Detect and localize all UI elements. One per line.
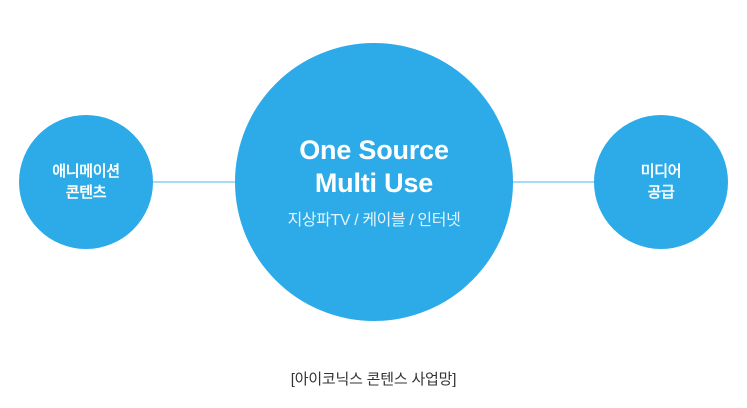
node-media-supply[interactable]: 미디어 공급 — [594, 115, 728, 249]
node-center-title-line1: One Source — [299, 135, 449, 166]
node-center-subtitle: 지상파TV / 케이블 / 인터넷 — [287, 211, 461, 229]
diagram-caption: [아이코닉스 콘텐스 사업망] — [290, 371, 457, 388]
node-animation-content[interactable]: 애니메이션 콘텐츠 — [19, 115, 153, 249]
connector-line-right — [508, 181, 598, 183]
node-right-label-line2: 공급 — [647, 184, 675, 201]
connector-line-left — [150, 181, 240, 183]
node-one-source-multi-use[interactable]: One Source Multi Use 지상파TV / 케이블 / 인터넷 — [235, 43, 513, 321]
node-center-title-line2: Multi Use — [314, 168, 434, 198]
node-left-label-line2: 콘텐츠 — [65, 184, 107, 201]
node-left-label-line1: 애니메이션 — [52, 162, 120, 180]
node-right-label-line1: 미디어 — [640, 162, 682, 180]
node-center-title: One Source Multi Use — [299, 134, 449, 200]
